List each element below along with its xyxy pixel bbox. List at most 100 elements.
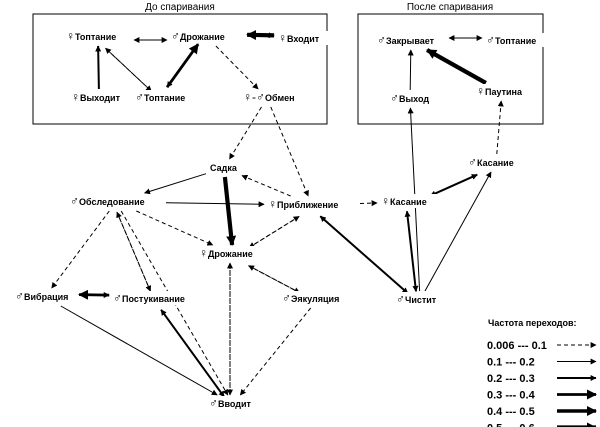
behavior-name: Паутина — [485, 87, 523, 97]
sex-symbol: ♀-♂ — [243, 90, 265, 104]
sex-symbol: ♀ — [268, 197, 277, 211]
sex-symbol: ♂ — [113, 291, 122, 305]
edge-m-chistit-to-m-kasanie — [424, 171, 492, 292]
node-label: ♀Входит — [278, 31, 320, 45]
node-label: ♂Вибрация — [15, 289, 68, 303]
node-backdrop — [474, 84, 530, 98]
node-label: ♂Дрожание — [171, 29, 225, 43]
legend-range-label: 0.4 --- 0.5 — [487, 406, 535, 418]
node-m-drozhanie-top: ♂Дрожание — [169, 29, 245, 43]
node-backdrop — [169, 29, 245, 43]
node-label: ♀Выходит — [71, 90, 121, 104]
node-backdrop — [13, 289, 77, 303]
sex-symbol: ♀ — [71, 90, 80, 104]
behavior-name: Дрожание — [208, 249, 253, 259]
behavior-name: Топтание — [144, 93, 185, 103]
sex-symbol: ♂ — [468, 155, 477, 169]
behavior-name: Касание — [390, 197, 427, 207]
node-f-drozhanie: ♀Дрожание — [197, 246, 269, 260]
legend-range-label: 0.1 --- 0.2 — [487, 357, 535, 369]
edge-f-vyhodit-to-f-toptanie — [95, 45, 102, 90]
node-m-vibraciya: ♂Вибрация — [13, 289, 77, 303]
node-backdrop — [241, 90, 293, 104]
behavior-name: Выходит — [80, 93, 121, 103]
edge-m-postukivanie-to-m-vibraciya — [78, 289, 110, 300]
behavior-name: Входит — [287, 34, 320, 44]
sex-symbol: ♂ — [390, 91, 399, 105]
behavior-name: Касание — [477, 158, 514, 168]
sex-symbol: ♂ — [15, 289, 24, 303]
node-label: ♀Топтание — [66, 29, 116, 43]
node-label: ♂Топтание — [486, 33, 536, 47]
sex-symbol: ♂ — [377, 33, 386, 47]
node-backdrop — [375, 33, 447, 47]
edge-m-drozhanie-top-to-fm-obmen — [215, 45, 259, 90]
node-m-zakryvaet: ♂Закрывает — [375, 33, 447, 47]
sex-symbol: ♂ — [209, 396, 218, 410]
behavior-name: Чистит — [405, 295, 437, 305]
edge-m-obsledovanie-to-m-vibraciya — [51, 210, 110, 289]
node-m-toptanie: ♂Топтание — [133, 90, 193, 104]
behavior-name: Вибрация — [24, 292, 68, 302]
edge-sadka-to-m-obsledovanie — [144, 173, 207, 195]
node-m-vyhod: ♂Выход — [388, 91, 432, 105]
behavior-name: Постукивание — [122, 294, 185, 304]
edge-fm-obmen-to-f-priblizhenie — [270, 106, 309, 197]
sex-symbol: ♀ — [66, 29, 75, 43]
behavior-name: Приближение — [277, 200, 338, 210]
edge-m-vibraciya-to-m-vvodit — [60, 305, 218, 396]
before-mating-panel — [32, 13, 328, 125]
node-m-postukivanie: ♂Постукивание — [111, 291, 203, 305]
behavior-name: Топтание — [495, 36, 536, 46]
legend-rows: 0.006 --- 0.10.1 --- 0.20.2 --- 0.30.3 -… — [487, 340, 597, 427]
node-backdrop — [68, 194, 164, 208]
edge-m-obsledovanie-to-f-priblizhenie — [165, 201, 265, 208]
node-m-chistit: ♂Чистит — [394, 292, 446, 306]
edge-sadka-to-f-drozhanie — [222, 176, 237, 246]
edge-m-postukivanie-to-m-obsledovanie — [116, 211, 151, 292]
node-m-obsledovanie: ♂Обследование — [68, 194, 164, 208]
node-backdrop — [466, 155, 526, 169]
node-m-toptanie-after: ♂Топтание — [484, 33, 544, 47]
edge-f-drozhanie-to-f-priblizhenie — [248, 216, 300, 248]
node-backdrop — [197, 246, 269, 260]
sex-symbol: ♂ — [486, 33, 495, 47]
node-backdrop — [111, 291, 203, 305]
sex-symbol: ♀ — [278, 31, 287, 45]
node-label: ♂Чистит — [396, 292, 437, 306]
edge-m-eyakulyaciya-to-m-vvodit — [239, 307, 312, 396]
sex-symbol: ♂ — [70, 194, 79, 208]
edge-m-chistit-to-f-priblizhenie — [319, 215, 409, 294]
node-f-vyhodit: ♀Выходит — [69, 90, 129, 104]
node-label: ♀Паутина — [476, 84, 523, 98]
behavior-name: Эякуляция — [291, 294, 339, 304]
node-label: Садка — [210, 163, 238, 173]
behavior-name: Закрывает — [386, 36, 435, 46]
edge-f-pautina-to-m-zakryvaet — [426, 48, 487, 85]
behavior-name: Садка — [210, 163, 238, 173]
node-m-vvodit: ♂Вводит — [207, 396, 259, 410]
node-m-eyakulyaciya: ♂Эякуляция — [280, 291, 356, 305]
behavior-name: Вводит — [218, 399, 252, 409]
node-label: ♀Приближение — [268, 197, 338, 211]
sex-symbol: ♂ — [282, 291, 291, 305]
node-backdrop — [69, 90, 129, 104]
edge-m-eyakulyaciya-to-f-drozhanie — [248, 265, 300, 294]
after-mating-panel — [357, 13, 544, 125]
node-backdrop — [388, 91, 432, 105]
node-label: ♂Выход — [390, 91, 429, 105]
node-backdrop — [266, 197, 358, 211]
legend-range-label: 0.006 --- 0.1 — [487, 340, 547, 352]
edge-m-toptanie-to-f-toptanie — [105, 47, 152, 92]
edge-f-priblizhenie-to-sadka — [241, 174, 291, 197]
behavior-nodes: ♀Топтание♂Дрожание♀Входит♀Выходит♂Топтан… — [13, 29, 544, 410]
legend-range-label: 0.3 --- 0.4 — [487, 390, 536, 402]
edge-f-kasanie-to-m-chistit — [406, 211, 419, 292]
legend: Частота переходов: 0.006 --- 0.1 0.1 --- … — [487, 318, 597, 427]
after-mating-title: После спаривания — [407, 2, 493, 13]
sex-symbol: ♀ — [381, 194, 390, 208]
legend-title: Частота переходов: — [488, 318, 577, 328]
node-label: ♀Дрожание — [199, 246, 253, 260]
sex-symbol: ♂ — [135, 90, 144, 104]
edge-fm-obmen-to-sadka — [229, 106, 262, 160]
